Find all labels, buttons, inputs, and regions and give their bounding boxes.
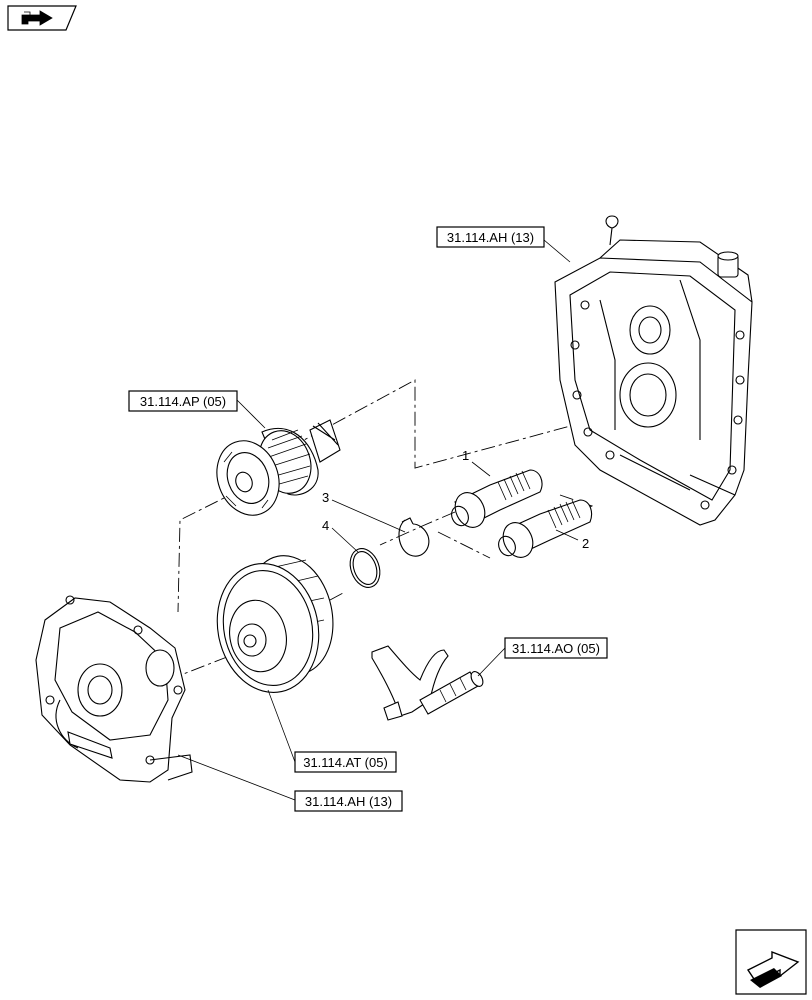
forward-arrow-icon[interactable]: [735, 929, 807, 995]
callout-2: 2: [582, 536, 589, 551]
item-1-shaft: [451, 469, 543, 528]
ref-big-gear[interactable]: 31.114.AT (05): [294, 751, 397, 773]
shift-fork: [371, 645, 484, 721]
callout-3: 3: [322, 490, 329, 505]
ref-fork[interactable]: 31.114.AO (05): [504, 637, 608, 659]
back-arrow-icon[interactable]: [7, 5, 77, 31]
large-gear: [216, 555, 334, 693]
item-3-circlip: [398, 517, 430, 557]
housing-bottom: [35, 595, 193, 783]
callout-4: 4: [322, 518, 329, 533]
item-4-ring: [349, 548, 381, 588]
ref-fork-label: 31.114.AO (05): [512, 641, 600, 656]
ref-shaft-gear[interactable]: 31.114.AP (05): [128, 390, 238, 412]
ref-housing-top-label: 31.114.AH (13): [447, 230, 534, 245]
ref-housing-bottom[interactable]: 31.114.AH (13): [294, 790, 403, 812]
item-2-shaft: [498, 499, 593, 558]
ref-housing-top[interactable]: 31.114.AH (13): [436, 226, 545, 248]
shaft-gear-assembly: [216, 419, 341, 516]
housing-top: [554, 215, 753, 526]
ref-housing-bottom-label: 31.114.AH (13): [305, 794, 392, 809]
ref-big-gear-label: 31.114.AT (05): [303, 755, 388, 770]
ref-shaft-gear-label: 31.114.AP (05): [140, 394, 226, 409]
callout-1: 1: [462, 448, 469, 463]
